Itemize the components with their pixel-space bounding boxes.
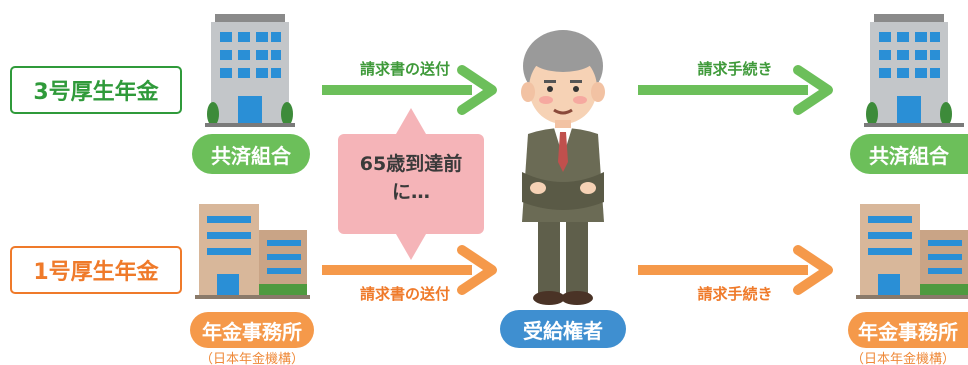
org-pill-nenkin-left: 年金事務所 [190,312,314,348]
speech-bubble-line1: 65歳到達前 [359,153,463,175]
businessman-icon [521,30,605,305]
arrow-top-right [638,65,833,115]
arrow-bottom-right [638,245,833,295]
speech-bubble-line2: に… [391,181,430,203]
arrow-label-top-left: 請求書の送付 [359,60,450,78]
category-label-1go: 1号厚生年金 [10,246,182,294]
speech-bubble-text: 65歳到達前 に… [338,150,484,206]
arrow-label-top-right: 請求手続き [697,60,773,78]
pension-office-building-icon [195,204,310,299]
org-pill-kyosai-right: 共済組合 [850,134,968,174]
office-building-icon-right [864,14,964,127]
office-building-icon [205,14,295,127]
center-person-pill: 受給権者 [500,310,626,348]
arrow-top-left [322,65,497,115]
arrow-label-bottom-left: 請求書の送付 [359,285,450,303]
org-sub-left: （日本年金機構） [199,352,304,365]
org-pill-kyosai-left: 共済組合 [192,134,310,174]
pension-office-building-icon-right [856,204,968,299]
org-sub-right: （日本年金機構） [850,352,955,365]
category-label-3go: 3号厚生年金 [10,66,182,114]
arrow-label-bottom-right: 請求手続き [697,285,773,303]
org-pill-nenkin-right: 年金事務所 [848,312,968,348]
arrow-bottom-left [322,245,497,295]
speech-bubble-shape [338,108,484,260]
